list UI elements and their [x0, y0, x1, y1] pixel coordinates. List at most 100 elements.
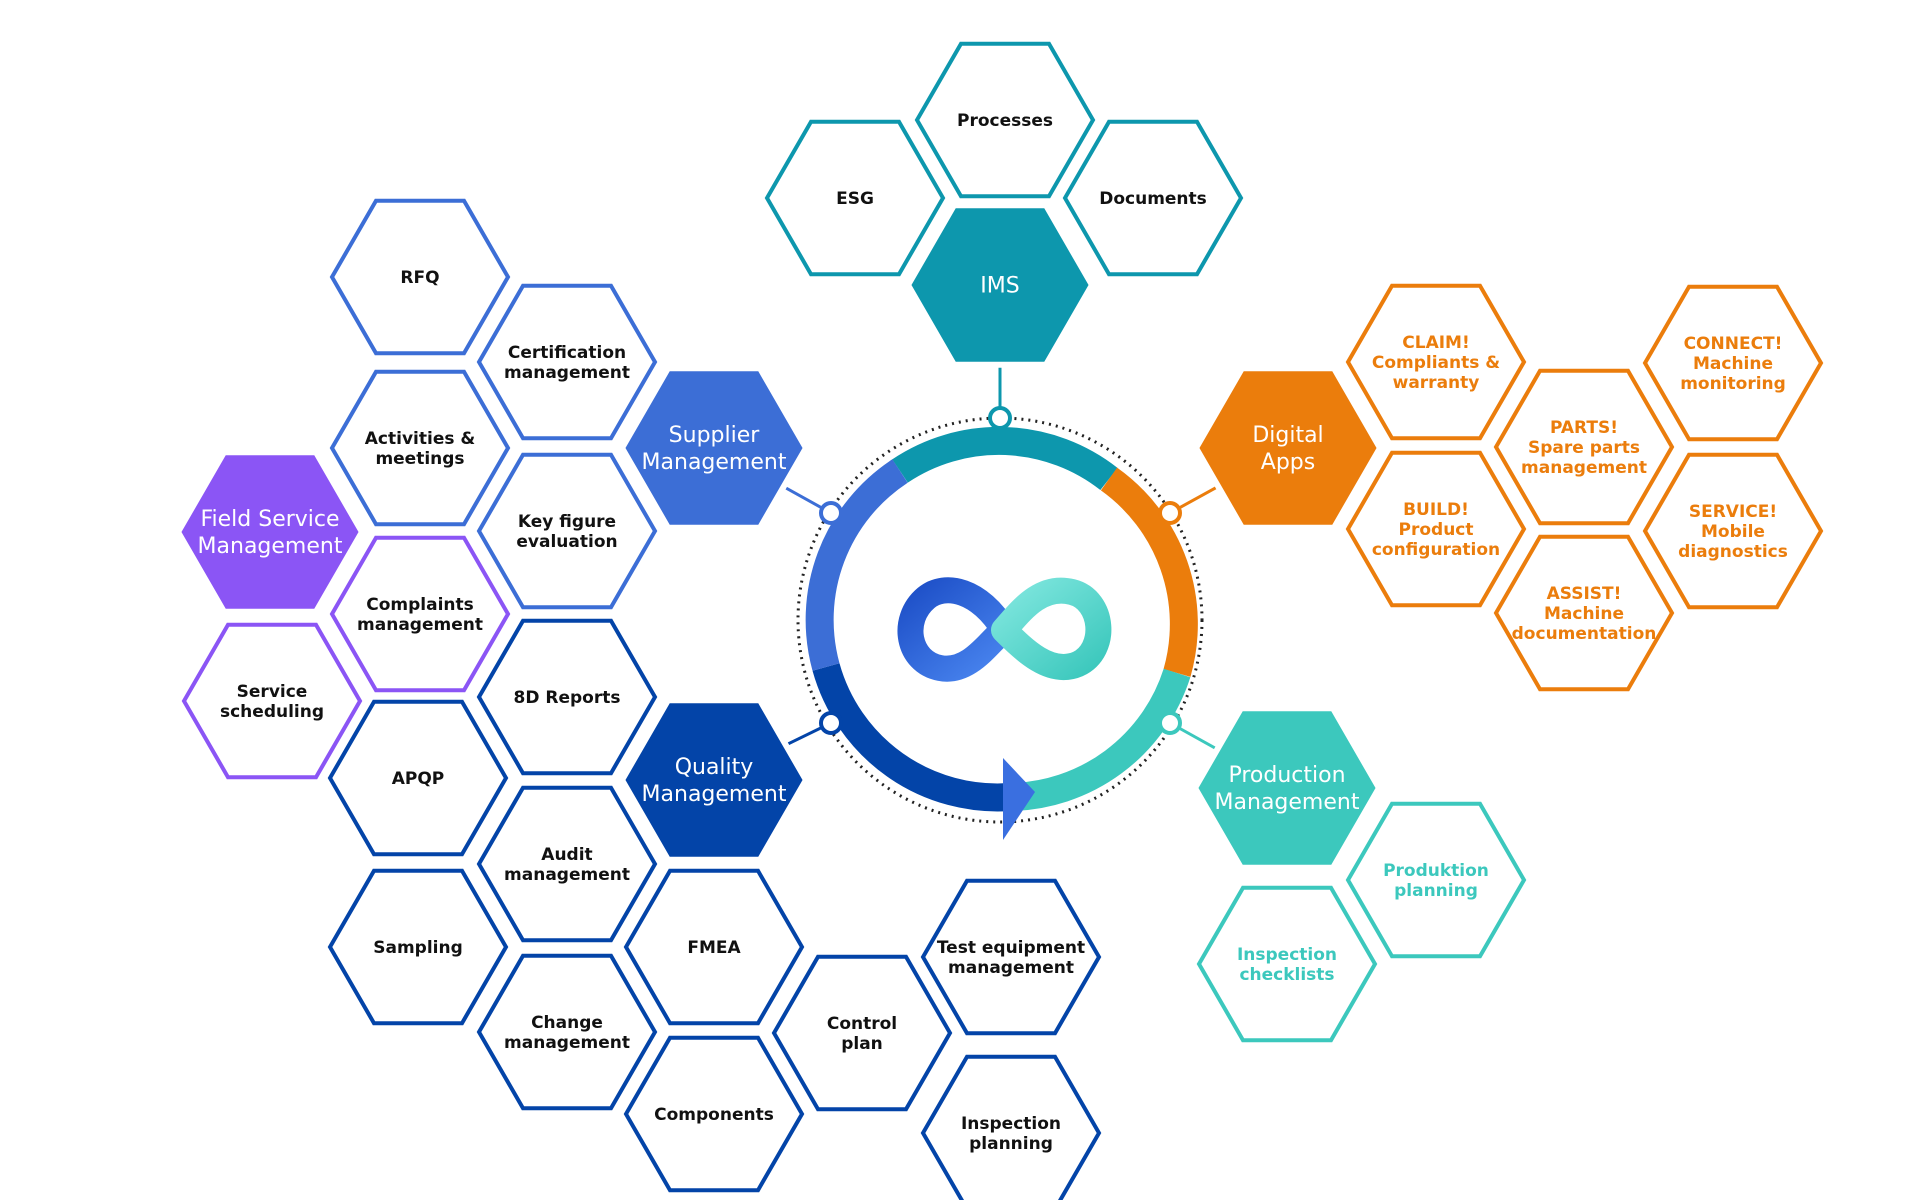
module-hex-shape — [1345, 283, 1527, 441]
hub-hex-shape — [174, 449, 366, 615]
module-hex-fmea[interactable]: FMEA — [623, 868, 805, 1026]
module-label-line: Change — [531, 1013, 603, 1033]
module-hex-8d-reports[interactable]: 8D Reports — [476, 618, 658, 776]
module-hex-shape — [476, 452, 658, 610]
hub-label-line: Management — [642, 450, 787, 475]
module-label-line: scheduling — [220, 702, 324, 722]
module-hex-shape — [764, 119, 946, 277]
module-label-line: planning — [969, 1134, 1053, 1154]
dotted-outer-ring — [796, 416, 1204, 824]
module-label-line: Compliants & — [1372, 353, 1500, 373]
module-hex-rfq[interactable]: RFQ — [329, 198, 511, 356]
ring-segment-quality — [812, 663, 1011, 812]
ring-segment-production — [1009, 668, 1191, 811]
module-hex-shape — [1493, 534, 1675, 692]
module-label-line: Test equipment — [937, 938, 1085, 958]
hub-label-line: Apps — [1261, 450, 1315, 475]
module-label-line: FMEA — [687, 938, 741, 958]
ring-segment-supplier — [805, 459, 908, 671]
module-label-line: ESG — [836, 189, 874, 209]
module-hex-shape — [1345, 801, 1527, 959]
module-label-line: Product — [1399, 520, 1474, 540]
module-label-line: warranty — [1393, 373, 1480, 393]
module-hex-shape — [329, 369, 511, 527]
module-label-line: Sampling — [373, 938, 463, 958]
module-label-line: APQP — [392, 769, 445, 789]
module-hex-shape — [476, 618, 658, 776]
module-label-line: Audit — [541, 845, 592, 865]
hub-hex-shape — [904, 202, 1096, 368]
module-label-line: plan — [841, 1034, 883, 1054]
module-label-line: configuration — [1372, 540, 1500, 560]
hub-hex-ims[interactable]: IMS — [904, 202, 1096, 368]
module-hex-apqp[interactable]: APQP — [327, 699, 509, 857]
module-label-line: Control — [827, 1014, 897, 1034]
module-hex-documents[interactable]: Documents — [1062, 119, 1244, 277]
module-hex-shape — [920, 878, 1102, 1036]
hub-label-line: Field Service — [200, 507, 339, 532]
module-hex-shape — [623, 1035, 805, 1193]
module-hex-shape — [1062, 119, 1244, 277]
module-label-line: Mobile — [1701, 522, 1765, 542]
module-label-line: management — [948, 958, 1074, 978]
module-label-line: meetings — [375, 449, 464, 469]
module-label-line: Spare parts — [1528, 438, 1640, 458]
central-cycle-ring — [796, 416, 1204, 840]
hub-hex-shape — [1191, 705, 1383, 871]
module-label-line: Inspection — [961, 1114, 1061, 1134]
module-hex-shape — [329, 198, 511, 356]
module-hex-esg[interactable]: ESG — [764, 119, 946, 277]
module-label-line: Machine — [1693, 354, 1773, 374]
module-label-line: SERVICE! — [1689, 502, 1777, 522]
module-label-line: Complaints — [366, 595, 474, 615]
module-hex-shape — [476, 785, 658, 943]
module-label-line: Machine — [1544, 604, 1624, 624]
module-hex-processes[interactable]: Processes — [914, 41, 1096, 199]
module-label-line: 8D Reports — [514, 688, 621, 708]
module-hex-sampling[interactable]: Sampling — [327, 868, 509, 1026]
module-label-line: Inspection — [1237, 945, 1337, 965]
module-hex-claim-compliants-warranty[interactable]: CLAIM!Compliants &warranty — [1345, 283, 1527, 441]
module-label-line: evaluation — [516, 532, 617, 552]
hub-label-line: Management — [642, 782, 787, 807]
module-label-line: checklists — [1239, 965, 1334, 985]
ring-node-digital — [1158, 501, 1182, 525]
module-hex-components[interactable]: Components — [623, 1035, 805, 1193]
module-hex-shape — [1196, 885, 1378, 1043]
module-label-line: Certification — [508, 343, 626, 363]
module-label-line: management — [357, 615, 483, 635]
module-label-line: Documents — [1099, 189, 1207, 209]
hub-label-line: Production — [1228, 763, 1345, 788]
module-hex-shape — [329, 535, 511, 693]
module-hex-activities-meetings[interactable]: Activities &meetings — [329, 369, 511, 527]
hub-label-line: Digital — [1252, 423, 1323, 448]
module-hex-shape — [920, 1054, 1102, 1200]
module-label-line: Produktion — [1383, 861, 1489, 881]
module-label-line: Key figure — [518, 512, 616, 532]
module-hex-shape — [1642, 284, 1824, 442]
module-label-line: documentation — [1512, 624, 1657, 644]
